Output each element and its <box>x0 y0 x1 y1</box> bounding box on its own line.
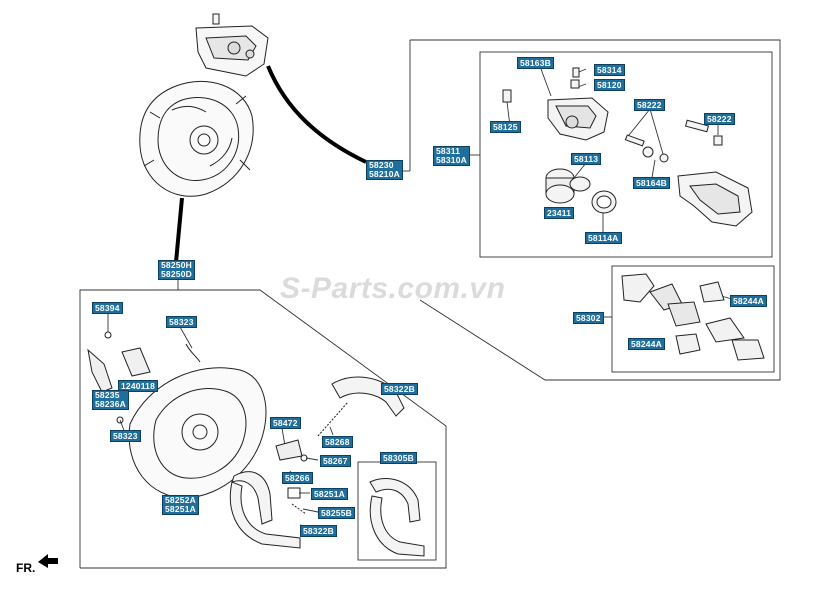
pad-kit-frame <box>611 265 775 373</box>
drum-group-frame <box>79 289 447 569</box>
label-58163b[interactable]: 58163B <box>517 57 554 69</box>
front-direction-label: FR. <box>16 561 36 575</box>
label-58472[interactable]: 58472 <box>270 417 301 429</box>
label-58322b[interactable]: 58322B <box>381 383 418 395</box>
label-58125[interactable]: 58125 <box>490 121 521 133</box>
label-line: 58252A <box>165 495 196 505</box>
caliper-body-drawing <box>502 67 753 227</box>
label-58305b[interactable]: 58305B <box>380 452 417 464</box>
label-caliper-assy[interactable]: 58230 58210A <box>366 160 403 180</box>
caliper-assembly-drawing <box>195 13 269 77</box>
label-58302[interactable]: 58302 <box>573 312 604 324</box>
label-line: 58210A <box>369 169 400 179</box>
label-58244a-top[interactable]: 58244A <box>730 295 767 307</box>
label-backing-set[interactable]: 58235 58236A <box>92 390 129 410</box>
label-58255b[interactable]: 58255B <box>318 507 355 519</box>
label-58314[interactable]: 58314 <box>594 64 625 76</box>
label-58322b-bottom[interactable]: 58322B <box>300 525 337 537</box>
label-58394[interactable]: 58394 <box>92 302 123 314</box>
label-1240118[interactable]: 1240118 <box>118 380 159 392</box>
label-58323-bottom[interactable]: 58323 <box>110 430 141 442</box>
label-58222-right[interactable]: 58222 <box>704 113 735 125</box>
caliper-group-frame <box>410 39 781 381</box>
label-line: 58251A <box>165 504 196 514</box>
label-58251a[interactable]: 58251A <box>311 488 348 500</box>
label-58114a[interactable]: 58114A <box>585 232 622 244</box>
brake-pads-drawing <box>621 273 765 361</box>
front-arrow-icon <box>38 554 58 568</box>
caliper-body-frame <box>479 51 773 258</box>
label-23411[interactable]: 23411 <box>544 207 575 219</box>
label-58266[interactable]: 58266 <box>282 472 313 484</box>
label-58120[interactable]: 58120 <box>594 79 625 91</box>
label-line: 58230 <box>369 160 394 170</box>
label-backing-plate[interactable]: 58252A 58251A <box>162 495 199 515</box>
label-58323-top[interactable]: 58323 <box>166 316 197 328</box>
label-shoe-kit-assy[interactable]: 58250H 58250D <box>158 260 195 280</box>
label-line: 58250D <box>161 269 192 279</box>
label-line: 58236A <box>95 399 126 409</box>
label-line: 58235 <box>95 390 120 400</box>
label-58222-left[interactable]: 58222 <box>634 99 665 111</box>
label-line: 58311 <box>436 146 461 156</box>
label-caliper-body[interactable]: 58311 58310A <box>433 146 470 166</box>
label-line: 58250H <box>161 260 192 270</box>
backing-plate-lower-drawing <box>87 331 267 499</box>
label-58267[interactable]: 58267 <box>320 455 351 467</box>
backing-plate-upper-drawing <box>139 80 254 197</box>
label-58244a-bottom[interactable]: 58244A <box>628 338 665 350</box>
label-58268[interactable]: 58268 <box>322 436 353 448</box>
label-line: 58310A <box>436 155 467 165</box>
label-58113[interactable]: 58113 <box>571 153 602 165</box>
label-58164b[interactable]: 58164B <box>633 177 670 189</box>
